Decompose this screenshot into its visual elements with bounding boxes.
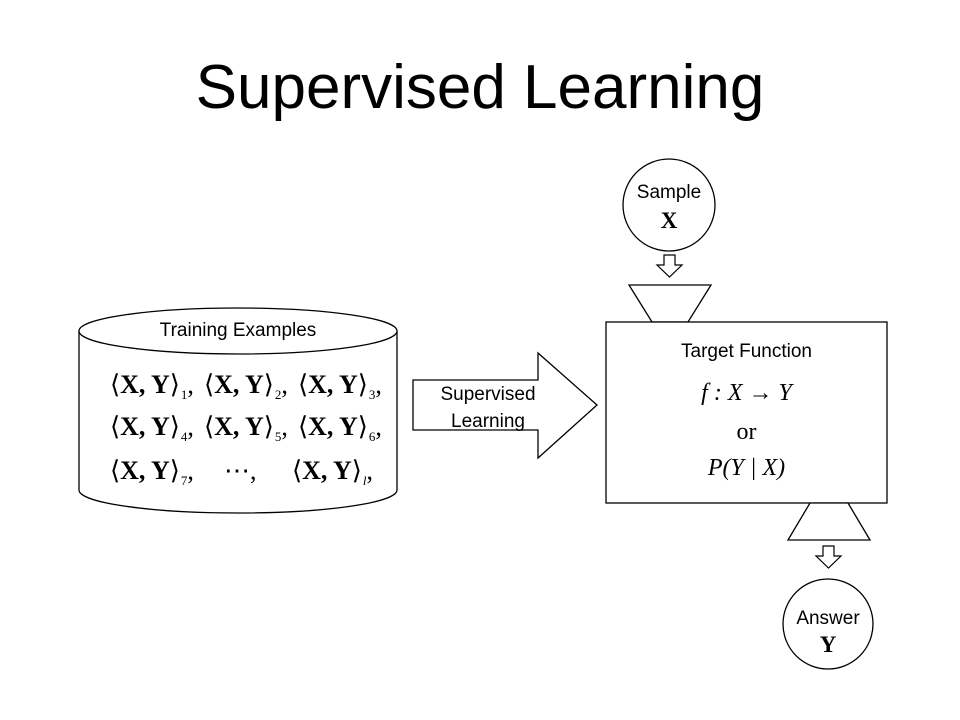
sample-symbol: X (660, 208, 678, 233)
sample-label: Sample (636, 182, 702, 203)
tuple-3: ⟨X, Y⟩3, (298, 370, 382, 402)
target-function-label: Target Function (681, 341, 812, 362)
page-title: Supervised Learning (195, 53, 765, 122)
training-examples-label: Training Examples (159, 320, 317, 341)
target-formula-probability: P(Y | X) (707, 455, 786, 481)
arrow-label-line2: Learning (451, 411, 525, 432)
tuple-1: ⟨X, Y⟩1, (110, 370, 194, 402)
input-funnel (627, 284, 713, 323)
target-formula-mapping: f : X → Y (701, 380, 792, 406)
tuple-l: ⟨X, Y⟩l, (292, 456, 374, 488)
tuple-2: ⟨X, Y⟩2, (204, 370, 288, 402)
tuple-7: ⟨X, Y⟩7, (110, 456, 194, 488)
answer-circle (782, 578, 874, 670)
answer-symbol: Y (819, 632, 837, 657)
sample-down-arrow-icon (655, 254, 684, 278)
tuple-4: ⟨X, Y⟩4, (110, 412, 194, 444)
tuple-5: ⟨X, Y⟩5, (204, 412, 288, 444)
answer-label: Answer (796, 608, 860, 629)
answer-down-arrow-icon (814, 545, 843, 569)
training-tuples: ⟨X, Y⟩1, ⟨X, Y⟩2, ⟨X, Y⟩3, ⟨X, Y⟩4, ⟨X, … (104, 370, 394, 500)
tuple-ellipsis: ⋯, (224, 456, 257, 485)
tuple-6: ⟨X, Y⟩6, (298, 412, 382, 444)
target-formula-or: or (736, 419, 757, 445)
arrow-label-line1: Supervised (440, 384, 536, 405)
supervised-learning-arrow-label: Supervised Learning (413, 381, 563, 435)
training-cylinder (78, 307, 398, 514)
supervised-learning-arrow (412, 351, 598, 460)
sample-circle (622, 158, 716, 252)
target-function-box (605, 321, 888, 504)
output-funnel (786, 502, 872, 541)
